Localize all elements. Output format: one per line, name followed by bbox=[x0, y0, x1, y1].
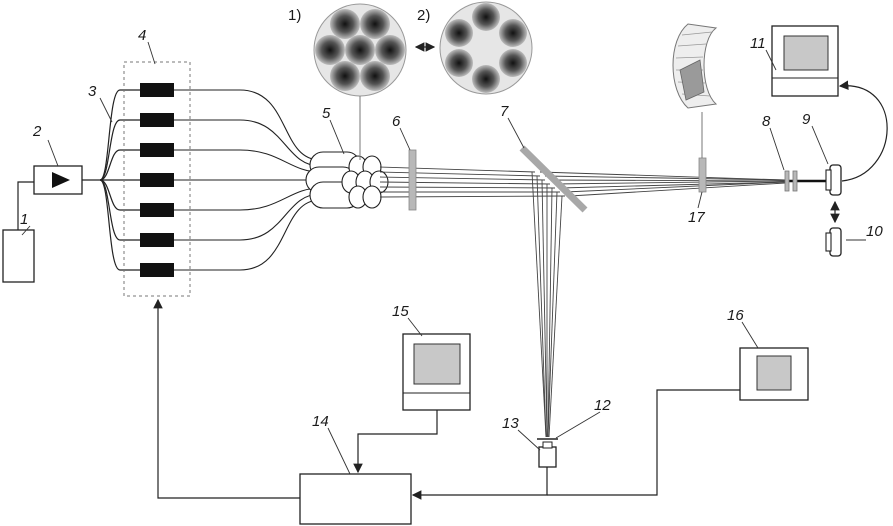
monitor-16 bbox=[739, 347, 809, 401]
label-7: 7 bbox=[500, 103, 509, 120]
lens bbox=[408, 149, 417, 211]
fiber-bundle bbox=[305, 151, 389, 209]
power-supply-box bbox=[2, 229, 35, 283]
pattern-ring bbox=[439, 1, 533, 95]
optic-8b bbox=[792, 170, 798, 192]
label-5: 5 bbox=[322, 105, 331, 122]
label-2: 2 bbox=[32, 123, 42, 140]
output-fibers bbox=[174, 89, 321, 271]
monitor-15 bbox=[402, 333, 471, 411]
supply-wire bbox=[17, 181, 34, 230]
label-leaders bbox=[21, 41, 866, 475]
label-15: 15 bbox=[392, 303, 409, 320]
label-4: 4 bbox=[138, 27, 146, 44]
label-6: 6 bbox=[392, 113, 401, 130]
channel-array-frame bbox=[123, 61, 191, 297]
label-12: 12 bbox=[594, 397, 611, 414]
channel-modules bbox=[140, 83, 174, 277]
wheel-element bbox=[698, 157, 707, 193]
detector-to-monitor-cable bbox=[838, 80, 888, 182]
config-label-2: 2) bbox=[417, 7, 430, 24]
optic-8a bbox=[784, 170, 790, 192]
beams-to-mirror bbox=[379, 166, 566, 198]
pattern-hexagonal bbox=[313, 3, 407, 97]
filter-wheel-icon bbox=[672, 23, 718, 109]
label-3: 3 bbox=[88, 83, 97, 100]
detector-10 bbox=[825, 227, 842, 257]
monitor-11 bbox=[771, 25, 839, 97]
label-9: 9 bbox=[802, 111, 811, 128]
label-16: 16 bbox=[727, 307, 744, 324]
label-11: 11 bbox=[750, 35, 766, 52]
label-13: 13 bbox=[502, 415, 519, 432]
controller-14 bbox=[299, 473, 412, 525]
label-17: 17 bbox=[688, 209, 705, 226]
config-label-1: 1) bbox=[288, 7, 301, 24]
camera-13 bbox=[538, 446, 557, 468]
label-14: 14 bbox=[312, 413, 329, 430]
detector-9 bbox=[825, 164, 842, 196]
amplifier-triangle-icon bbox=[52, 172, 70, 188]
beams-reflected bbox=[531, 171, 563, 438]
beams-to-detector bbox=[539, 171, 828, 197]
control-wiring bbox=[153, 298, 740, 500]
fiber-splitter bbox=[82, 89, 140, 271]
label-10: 10 bbox=[866, 223, 883, 240]
label-1: 1 bbox=[20, 211, 28, 228]
beam-splitter-mirror bbox=[519, 145, 588, 213]
camera-13-head bbox=[542, 441, 553, 449]
label-8: 8 bbox=[762, 113, 771, 130]
